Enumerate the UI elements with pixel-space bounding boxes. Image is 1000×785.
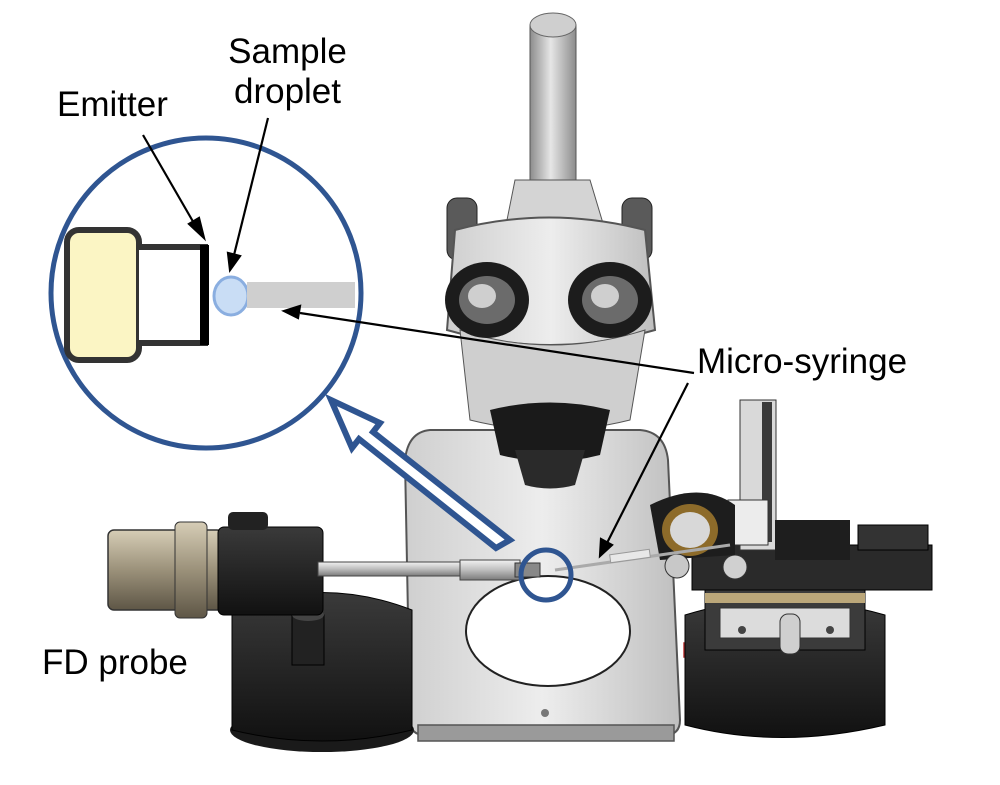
emitter-plate: [200, 245, 209, 345]
microscope-head: [445, 12, 657, 489]
tip-highlight-circle: [518, 547, 574, 603]
magnified-inset: [48, 135, 364, 451]
sample-droplet: [212, 275, 250, 317]
syringe-needle-magnified: [247, 282, 355, 308]
micro-syringe-label: Micro-syringe: [697, 342, 908, 381]
micro-syringe-stand: [684, 399, 933, 738]
leader-lines: [142, 117, 695, 559]
syringe-clamp: [650, 492, 735, 579]
micro-syringe-needle: [554, 543, 731, 572]
stage-plate: [465, 575, 631, 687]
fd-probe-stand: [230, 592, 414, 752]
sample-droplet-label: Sample droplet: [210, 32, 365, 112]
emitter-holder: [64, 227, 142, 363]
emitter-label: Emitter: [57, 85, 168, 124]
sample-droplet-label-line2: droplet: [233, 72, 342, 111]
zoom-arrow: [325, 393, 516, 552]
sample-droplet-label-line1: Sample: [228, 32, 347, 71]
fd-probe-label: FD probe: [42, 643, 188, 682]
fd-probe: [107, 512, 541, 619]
microscope-base: [395, 429, 699, 742]
